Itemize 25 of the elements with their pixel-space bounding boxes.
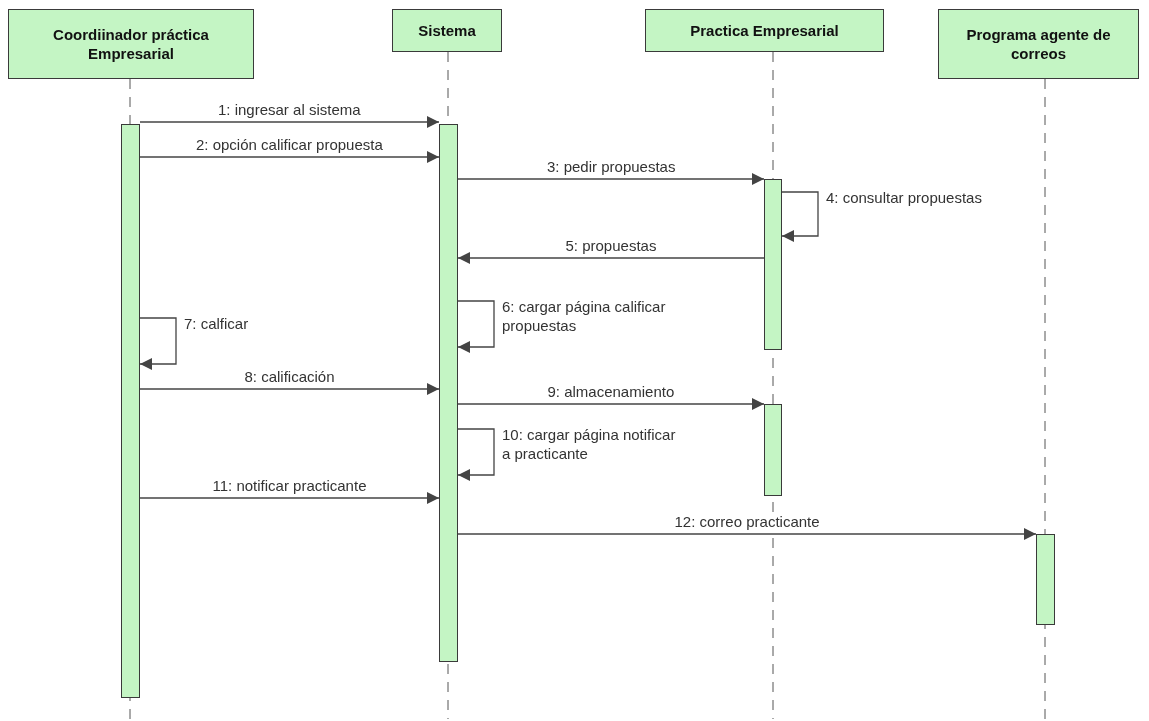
participant-box: [938, 9, 1139, 79]
message-arrow: [781, 191, 819, 242]
activation-bar: [764, 179, 782, 350]
message-arrow: [139, 116, 440, 128]
message-arrow: [139, 317, 177, 370]
participant-name: Practica Empresarial: [690, 21, 839, 40]
message-arrow: [457, 428, 495, 481]
message-arrow: [457, 528, 1037, 540]
participant-name: Sistema: [418, 21, 476, 40]
participant-name: Programa agente de correos: [965, 25, 1112, 63]
message-arrow: [457, 173, 765, 185]
message-arrow: [139, 383, 440, 395]
message-arrow: [139, 151, 440, 163]
message-arrow: [457, 398, 765, 410]
message-arrow: [139, 492, 440, 504]
participant-box: [645, 9, 884, 52]
message-arrow: [457, 300, 495, 353]
activation-bar: [764, 404, 782, 496]
activation-bar: [121, 124, 140, 698]
activation-bar: [1036, 534, 1055, 625]
participant-box: [392, 9, 502, 52]
activation-bar: [439, 124, 458, 662]
participant-name: Coordiinador práctica Empresarial: [52, 25, 210, 63]
participant-box: [8, 9, 254, 79]
message-arrow: [457, 252, 765, 264]
